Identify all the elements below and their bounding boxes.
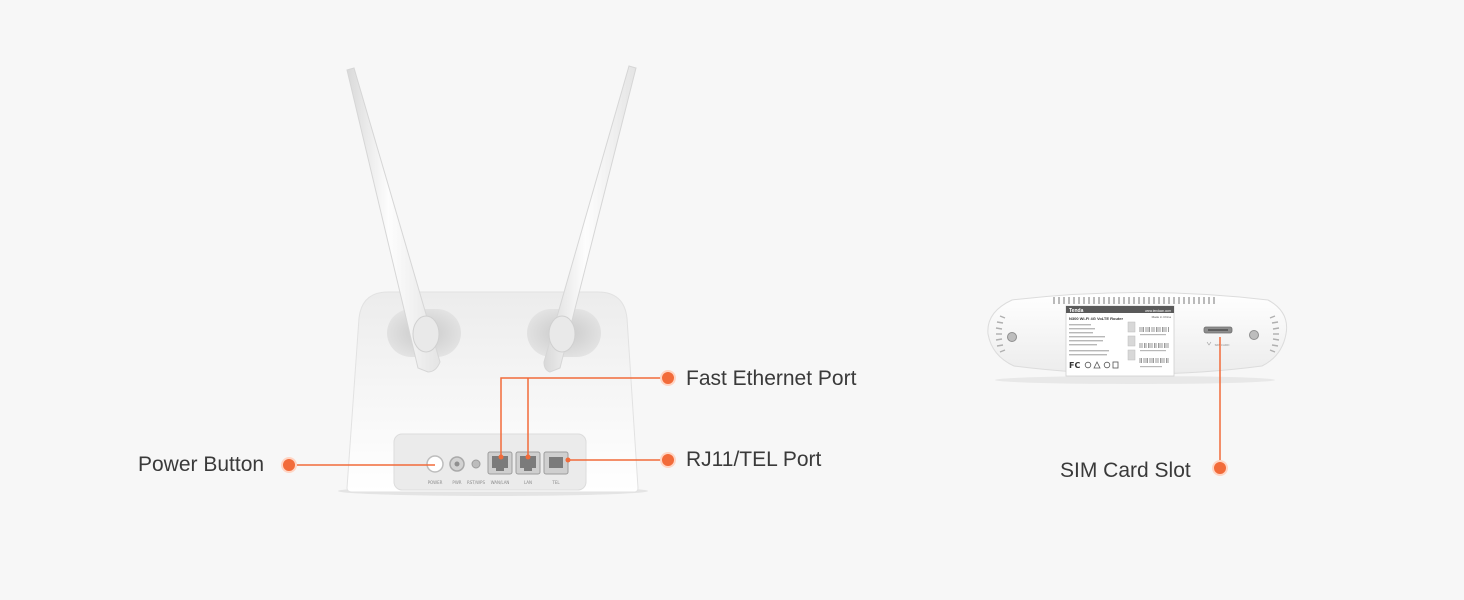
- callout-lines: [289, 337, 1221, 468]
- router-back-view: POWER PWR RST/WPS WAN/LAN LAN TEL: [338, 65, 648, 496]
- callout-line-fast-ethernet: [500, 377, 668, 457]
- power-button: [426, 455, 444, 473]
- callout-label-power: Power Button: [138, 453, 265, 476]
- port-label-wan-lan: WAN/LAN: [491, 480, 510, 485]
- router-bottom-view: Tenda www.tendacn.com N300 Wi-Fi 4G VoLT…: [987, 292, 1288, 384]
- tel-port: [543, 451, 569, 475]
- callout-dot-sim: [1212, 460, 1228, 476]
- product-label: Tenda www.tendacn.com N300 Wi-Fi 4G VoLT…: [1065, 305, 1175, 377]
- reset-button: [471, 459, 481, 469]
- port-label-tel: TEL: [551, 480, 560, 485]
- lan-port: [515, 451, 541, 475]
- vent-slots-top: [1053, 297, 1215, 304]
- label-brand: Tenda: [1069, 308, 1084, 314]
- label-website: www.tendacn.com: [1145, 309, 1171, 313]
- callout-dots: [281, 370, 1228, 476]
- callout-dot-fast-ethernet: [660, 370, 676, 386]
- callout-label-fast-ethernet: Fast Ethernet Port: [686, 367, 857, 390]
- wan-lan-port: [487, 451, 513, 475]
- anchor-dot-lan: [525, 454, 531, 460]
- screw-left: [1007, 332, 1017, 342]
- screw-right: [1249, 330, 1259, 340]
- sim-slot-text: SIM CARD: [1215, 343, 1231, 347]
- anchor-dot-wan-lan: [498, 454, 504, 460]
- anchor-dot-tel: [565, 457, 571, 463]
- callout-label-rj11: RJ11/TEL Port: [686, 448, 822, 471]
- antenna-right: [543, 65, 637, 373]
- svg-text:FC: FC: [1069, 361, 1080, 370]
- callout-dot-power: [281, 457, 297, 473]
- port-label-reset: RST/WPS: [467, 480, 485, 485]
- vent-slots-left: [995, 315, 1006, 353]
- sim-card-slot: SIM CARD: [1203, 326, 1233, 347]
- callout-label-sim: SIM Card Slot: [1060, 459, 1191, 482]
- vent-slots-right: [1269, 315, 1280, 353]
- port-label-lan: LAN: [524, 480, 532, 485]
- port-label-power: POWER: [428, 480, 443, 485]
- callout-dot-rj11: [660, 452, 676, 468]
- label-product: N300 Wi-Fi 4G VoLTE Router: [1069, 316, 1123, 321]
- label-origin: Made in China: [1152, 315, 1172, 319]
- antenna-left: [346, 67, 441, 373]
- port-label-pwr: PWR: [452, 480, 461, 485]
